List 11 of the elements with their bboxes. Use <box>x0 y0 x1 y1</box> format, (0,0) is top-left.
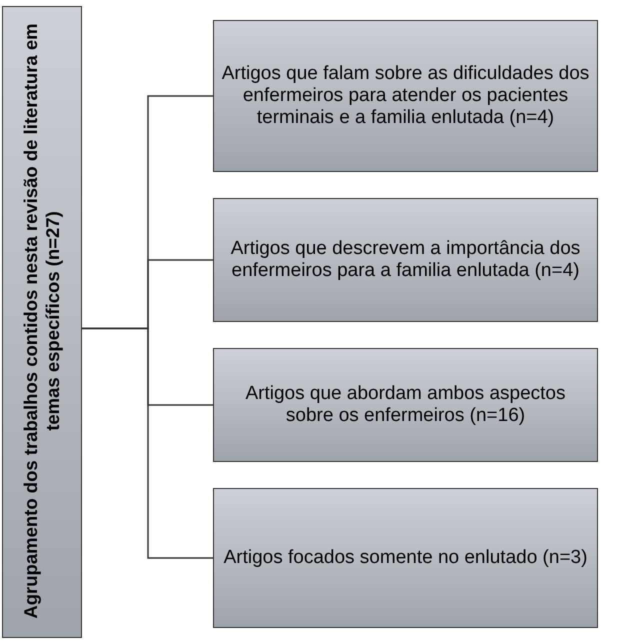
category-text: Artigos focados somente no enlutado (n=3) <box>222 547 588 569</box>
vertical-title-box <box>2 6 82 638</box>
category-box <box>213 198 598 322</box>
category-text: Artigos que descrevem a importância dos enfermeiros para a familia enlutada (n=4) <box>230 238 582 282</box>
category-box <box>213 20 598 172</box>
connector-line <box>82 328 213 559</box>
category-box <box>213 348 598 462</box>
category-text: Artigos que abordam ambos aspectos sobre os enfermeiros (n=16) <box>244 383 566 427</box>
category-box <box>213 488 598 628</box>
rotated-heading: Agrupamento dos trabalhos contidos nesta revisão de literatura em temas específicos (n=27) <box>20 22 64 621</box>
category-text: Artigos que falam sobre as dificuldades dos enfermeiros para atender os pacientes terminais e a familia enlutada (n=4) <box>220 63 590 129</box>
